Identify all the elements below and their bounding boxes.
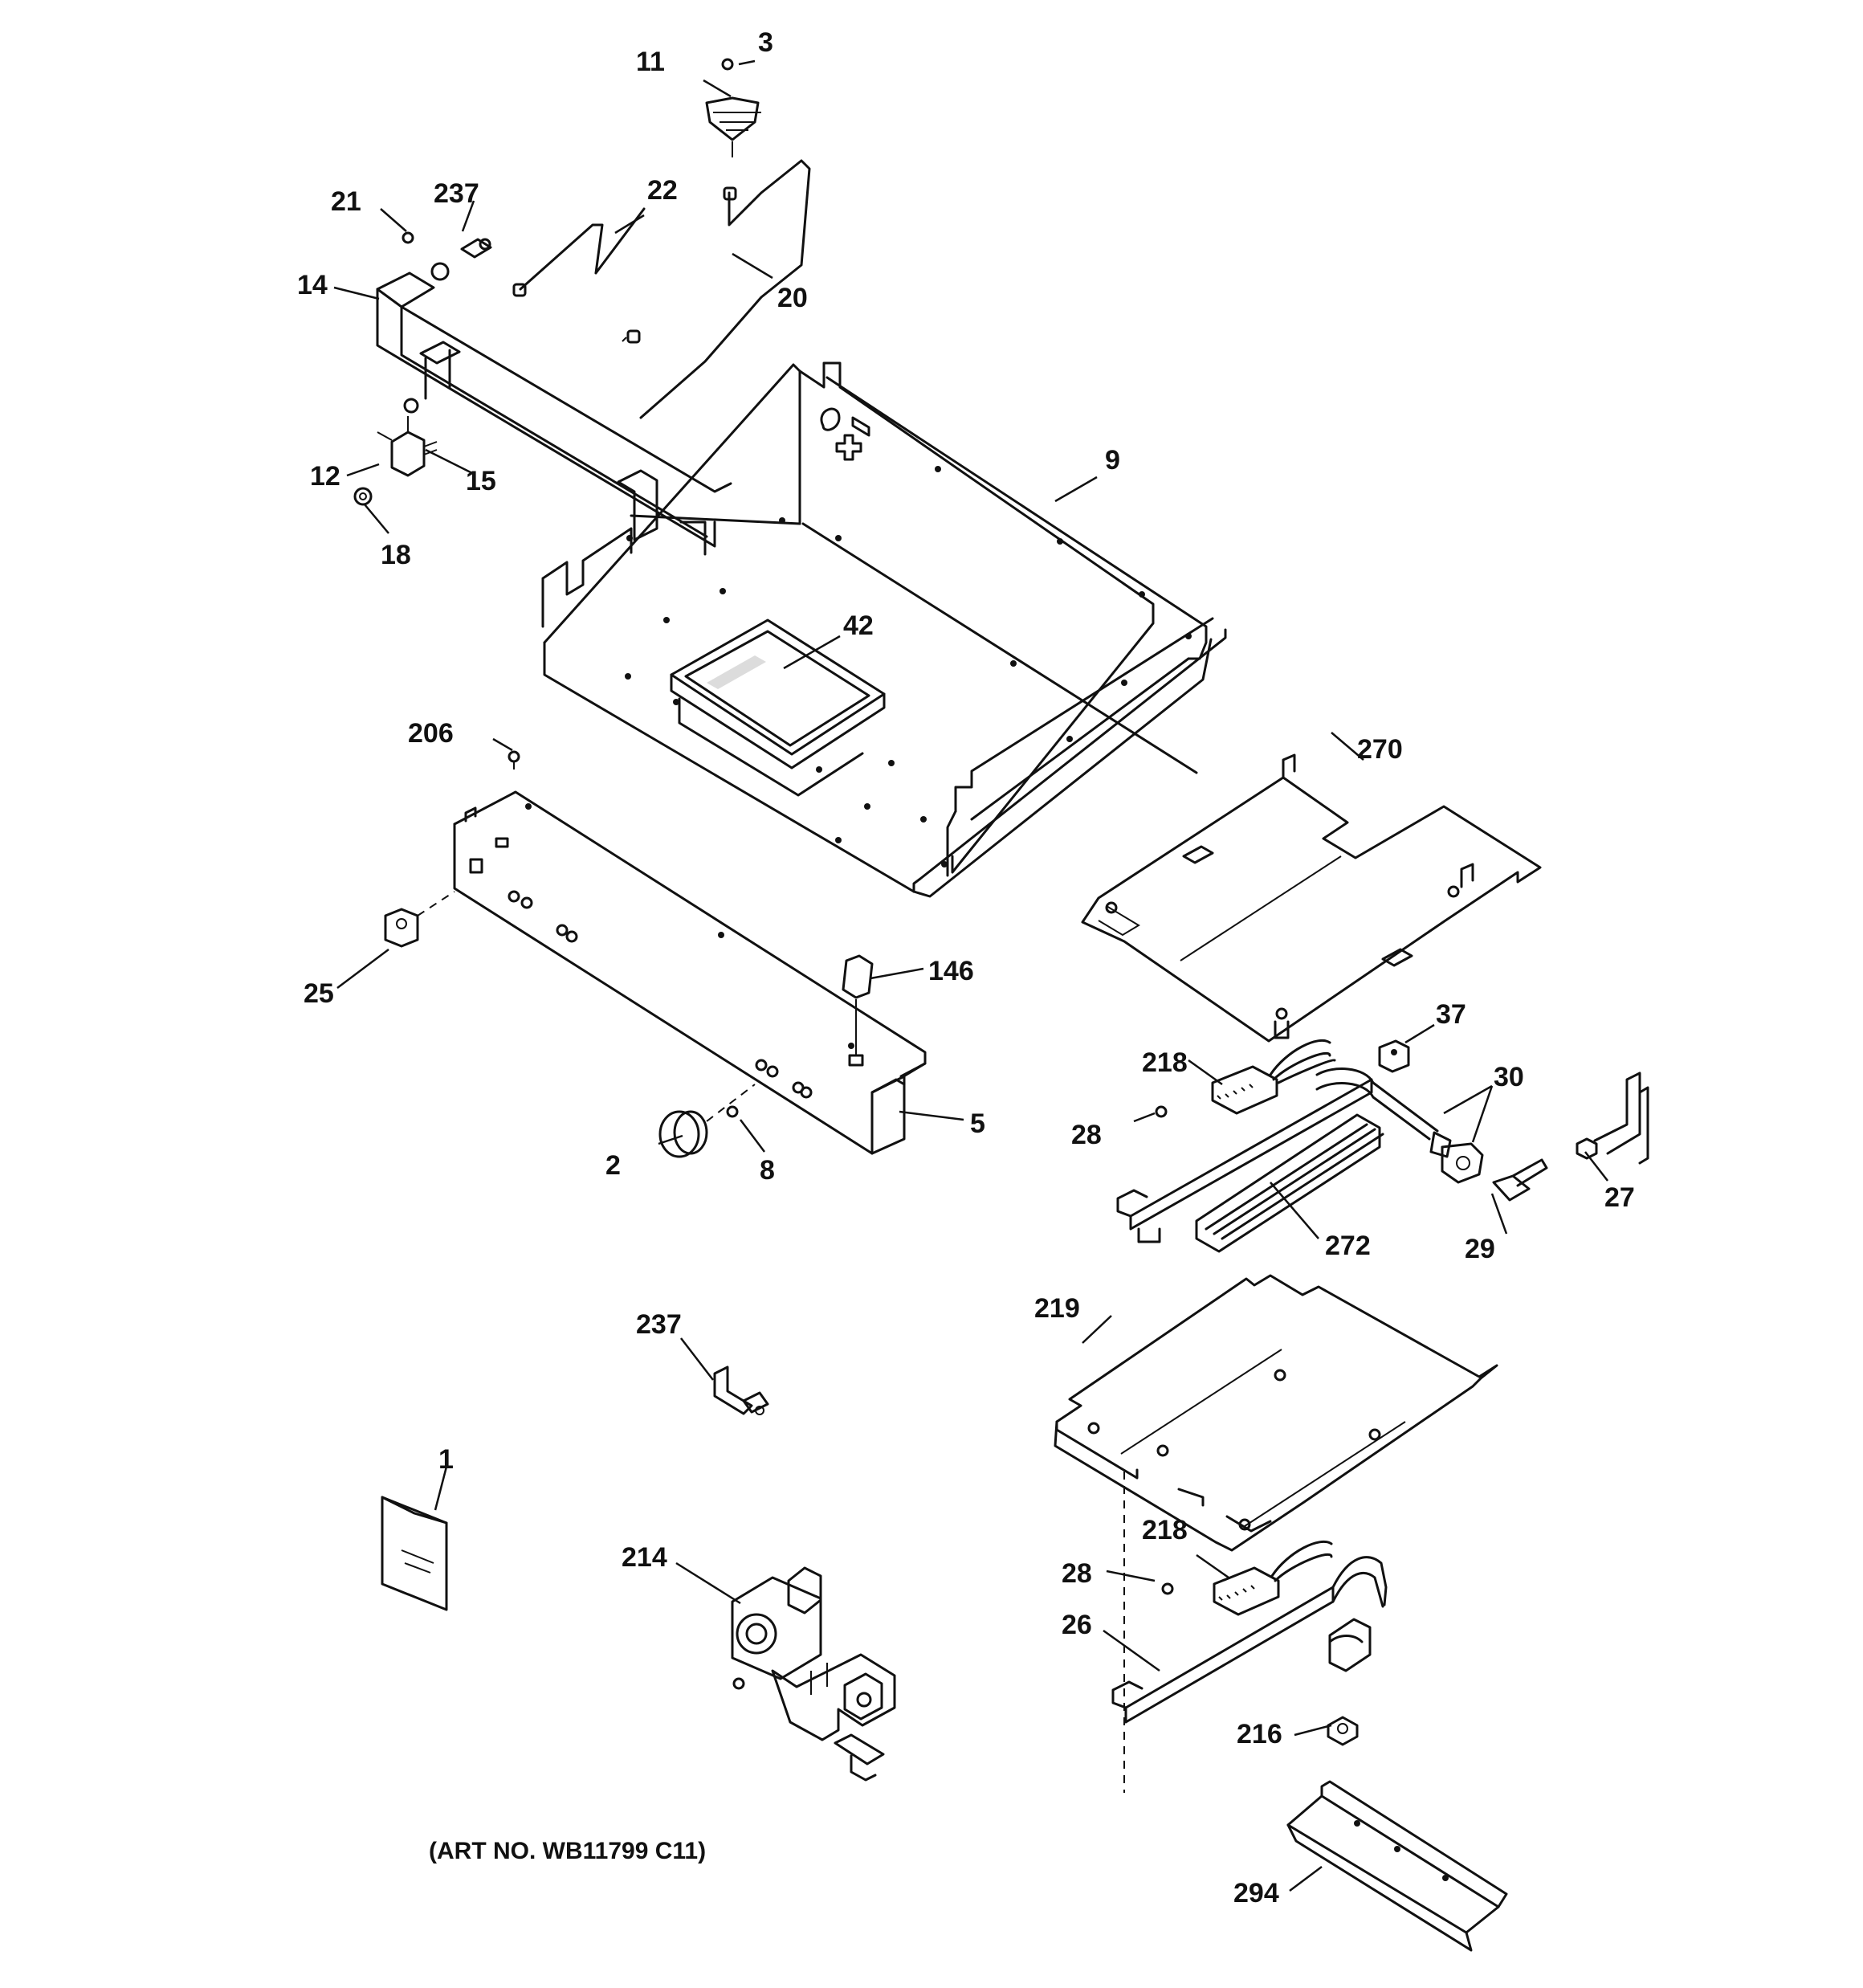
callout-218-top: 218 bbox=[1142, 1047, 1188, 1078]
callout-14: 14 bbox=[297, 270, 328, 300]
callout-20: 20 bbox=[777, 283, 808, 313]
part-knob bbox=[658, 1084, 756, 1158]
callout-2: 2 bbox=[605, 1150, 621, 1181]
part-upper-burner bbox=[1116, 1039, 1649, 1253]
callout-11: 11 bbox=[636, 47, 665, 77]
callout-28-bottom: 28 bbox=[1062, 1558, 1092, 1589]
part-manifold bbox=[376, 231, 732, 556]
part-access-cover bbox=[670, 618, 886, 797]
callout-8: 8 bbox=[760, 1155, 775, 1186]
part-burner-box bbox=[541, 361, 1227, 898]
leader-lines bbox=[333, 59, 1608, 1892]
callout-42: 42 bbox=[843, 610, 874, 641]
callout-294: 294 bbox=[1233, 1878, 1279, 1908]
callout-22: 22 bbox=[647, 175, 678, 206]
callout-37: 37 bbox=[1436, 999, 1466, 1030]
part-bracket-294 bbox=[1286, 1780, 1508, 1952]
part-bracket-37 bbox=[1378, 1039, 1410, 1073]
callout-146: 146 bbox=[928, 956, 974, 986]
callout-28-top: 28 bbox=[1071, 1120, 1102, 1150]
part-gas-valve bbox=[731, 1566, 896, 1782]
callout-1: 1 bbox=[438, 1444, 454, 1475]
callout-3: 3 bbox=[758, 27, 773, 58]
callout-30: 30 bbox=[1494, 1062, 1524, 1092]
callout-214: 214 bbox=[622, 1542, 667, 1573]
callout-237-top: 237 bbox=[434, 178, 479, 209]
part-burner-head bbox=[705, 58, 761, 157]
callout-21: 21 bbox=[331, 186, 361, 217]
callout-9: 9 bbox=[1105, 445, 1120, 476]
callout-270: 270 bbox=[1357, 734, 1403, 765]
part-fitting-237 bbox=[713, 1365, 769, 1415]
art-number-caption: (ART NO. WB11799 C11) bbox=[429, 1838, 706, 1864]
part-shield-219 bbox=[1054, 1274, 1498, 1552]
callout-27: 27 bbox=[1604, 1182, 1635, 1213]
part-valve-bracket bbox=[353, 398, 438, 506]
part-manifold-panel bbox=[453, 750, 927, 1155]
callout-218-bottom: 218 bbox=[1142, 1515, 1188, 1545]
callout-216: 216 bbox=[1237, 1719, 1282, 1749]
callout-12: 12 bbox=[310, 461, 340, 492]
callout-29: 29 bbox=[1465, 1234, 1495, 1264]
callout-labels: 3 11 22 237 21 20 14 9 12 15 18 42 206 2… bbox=[297, 27, 1635, 1908]
part-literature bbox=[381, 1496, 448, 1611]
callout-18: 18 bbox=[381, 540, 411, 570]
callout-272: 272 bbox=[1325, 1231, 1371, 1261]
part-clip-146 bbox=[842, 954, 874, 1067]
part-bracket-25 bbox=[384, 891, 455, 948]
callout-206: 206 bbox=[408, 718, 454, 749]
callout-15: 15 bbox=[466, 466, 496, 496]
part-shield-270 bbox=[1081, 753, 1542, 1043]
part-lower-burner bbox=[1111, 1472, 1388, 1793]
callout-219: 219 bbox=[1034, 1293, 1080, 1324]
callout-237-bottom: 237 bbox=[636, 1309, 682, 1340]
callout-25: 25 bbox=[304, 978, 334, 1009]
callout-26: 26 bbox=[1062, 1610, 1092, 1640]
callout-5: 5 bbox=[970, 1108, 985, 1139]
